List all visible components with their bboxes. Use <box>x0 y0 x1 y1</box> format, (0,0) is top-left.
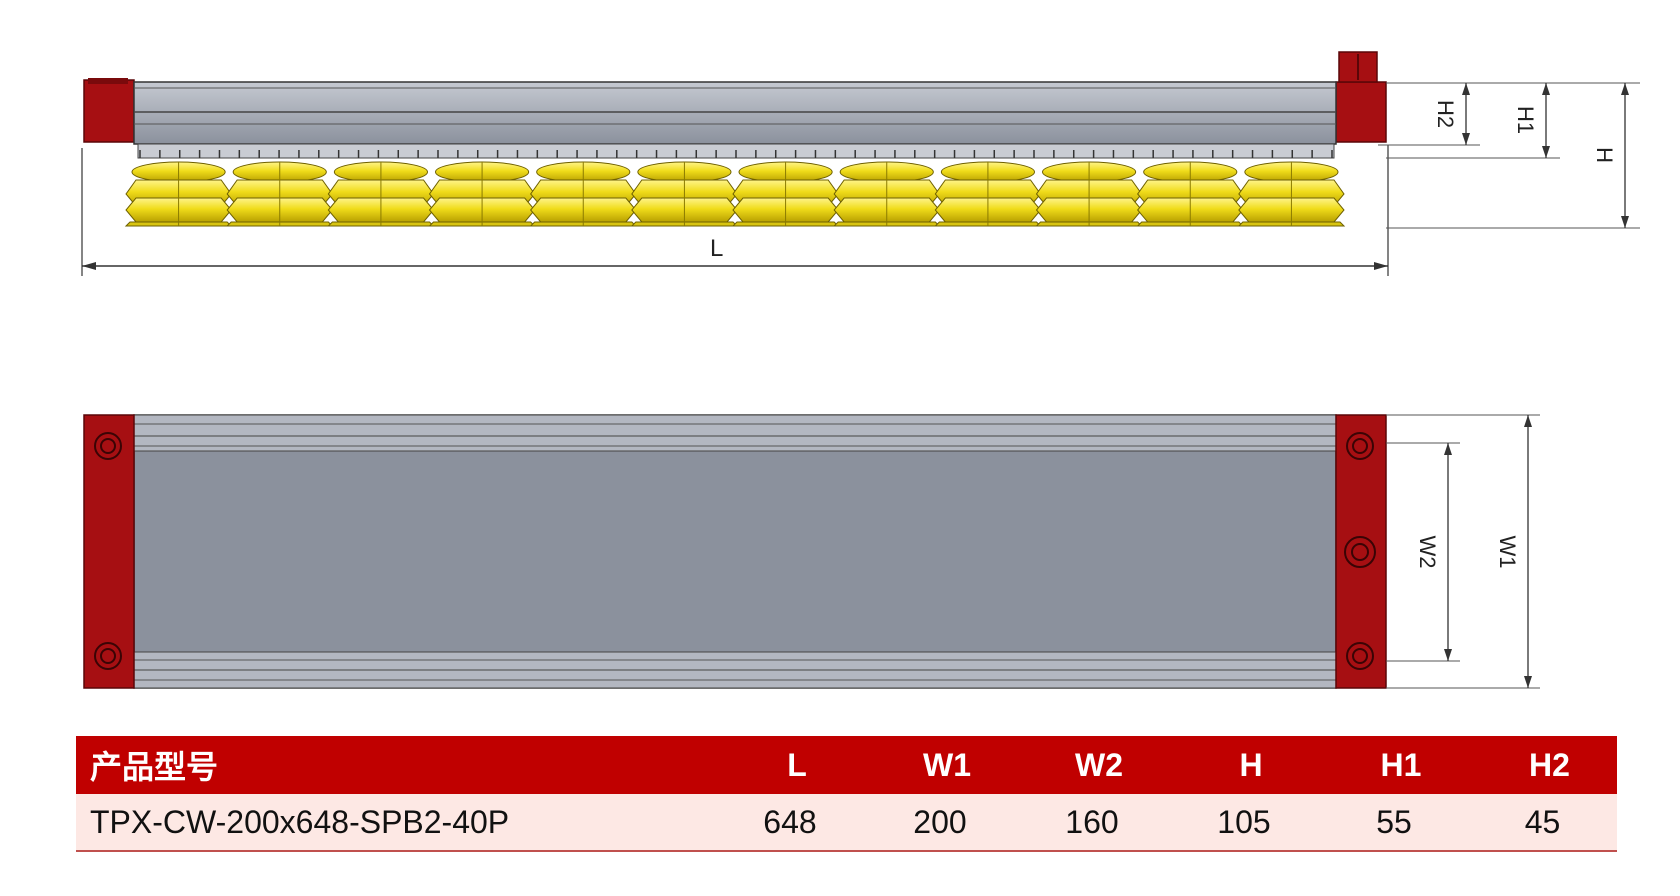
side-body <box>133 81 1337 145</box>
suction-cup <box>124 161 233 227</box>
dim-L-label: L <box>710 235 723 262</box>
dim-W2-label: W2 <box>1415 536 1440 569</box>
suction-cup <box>327 161 435 227</box>
suction-cup <box>1136 161 1245 227</box>
cell-W1: 200 <box>864 794 1016 852</box>
cell-H2: 45 <box>1468 794 1617 852</box>
header-H1: H1 <box>1320 736 1468 794</box>
left-endcap-top <box>88 78 128 84</box>
top-body <box>133 414 1337 689</box>
cell-W2: 160 <box>1016 794 1168 852</box>
dim-W1-label: W1 <box>1495 536 1520 569</box>
dim-H-label: H <box>1592 147 1617 163</box>
dim-H1-label: H1 <box>1513 106 1538 134</box>
suction-cups <box>124 150 1346 227</box>
cell-L: 648 <box>716 794 864 852</box>
spec-table: 产品型号 L W1 W2 H H1 H2 TPX-CW-200x648-SPB2… <box>76 736 1617 852</box>
suction-cup <box>529 161 638 227</box>
dim-H2-label: H2 <box>1433 100 1458 128</box>
header-H2: H2 <box>1468 736 1617 794</box>
top-left-endcap <box>83 414 135 689</box>
suction-cup <box>731 161 840 227</box>
header-L: L <box>716 736 864 794</box>
header-W2: W2 <box>1016 736 1168 794</box>
suction-cup <box>428 161 536 227</box>
header-W1: W1 <box>864 736 1016 794</box>
suction-cup <box>1035 161 1143 227</box>
technical-drawing: L H2 H1 H <box>81 51 1640 689</box>
top-view: W2 W1 <box>83 414 1540 689</box>
suction-cup <box>1237 161 1346 227</box>
cell-model: TPX-CW-200x648-SPB2-40P <box>76 794 716 852</box>
header-model: 产品型号 <box>76 736 716 794</box>
suction-cup <box>630 161 739 227</box>
cell-H: 105 <box>1168 794 1320 852</box>
suction-cup <box>934 161 1042 227</box>
header-H: H <box>1168 736 1320 794</box>
cell-H1: 55 <box>1320 794 1468 852</box>
screw-holes <box>94 432 1376 670</box>
top-right-endcap <box>1335 414 1387 689</box>
suction-cup <box>225 161 334 227</box>
left-endcap <box>83 79 135 143</box>
suction-cup <box>832 161 941 227</box>
right-endcap <box>1335 81 1387 143</box>
spec-table-header-row: 产品型号 L W1 W2 H H1 H2 <box>76 736 1617 794</box>
table-row: TPX-CW-200x648-SPB2-40P 648 200 160 105 … <box>76 794 1617 852</box>
side-view: L H2 H1 H <box>81 51 1640 276</box>
